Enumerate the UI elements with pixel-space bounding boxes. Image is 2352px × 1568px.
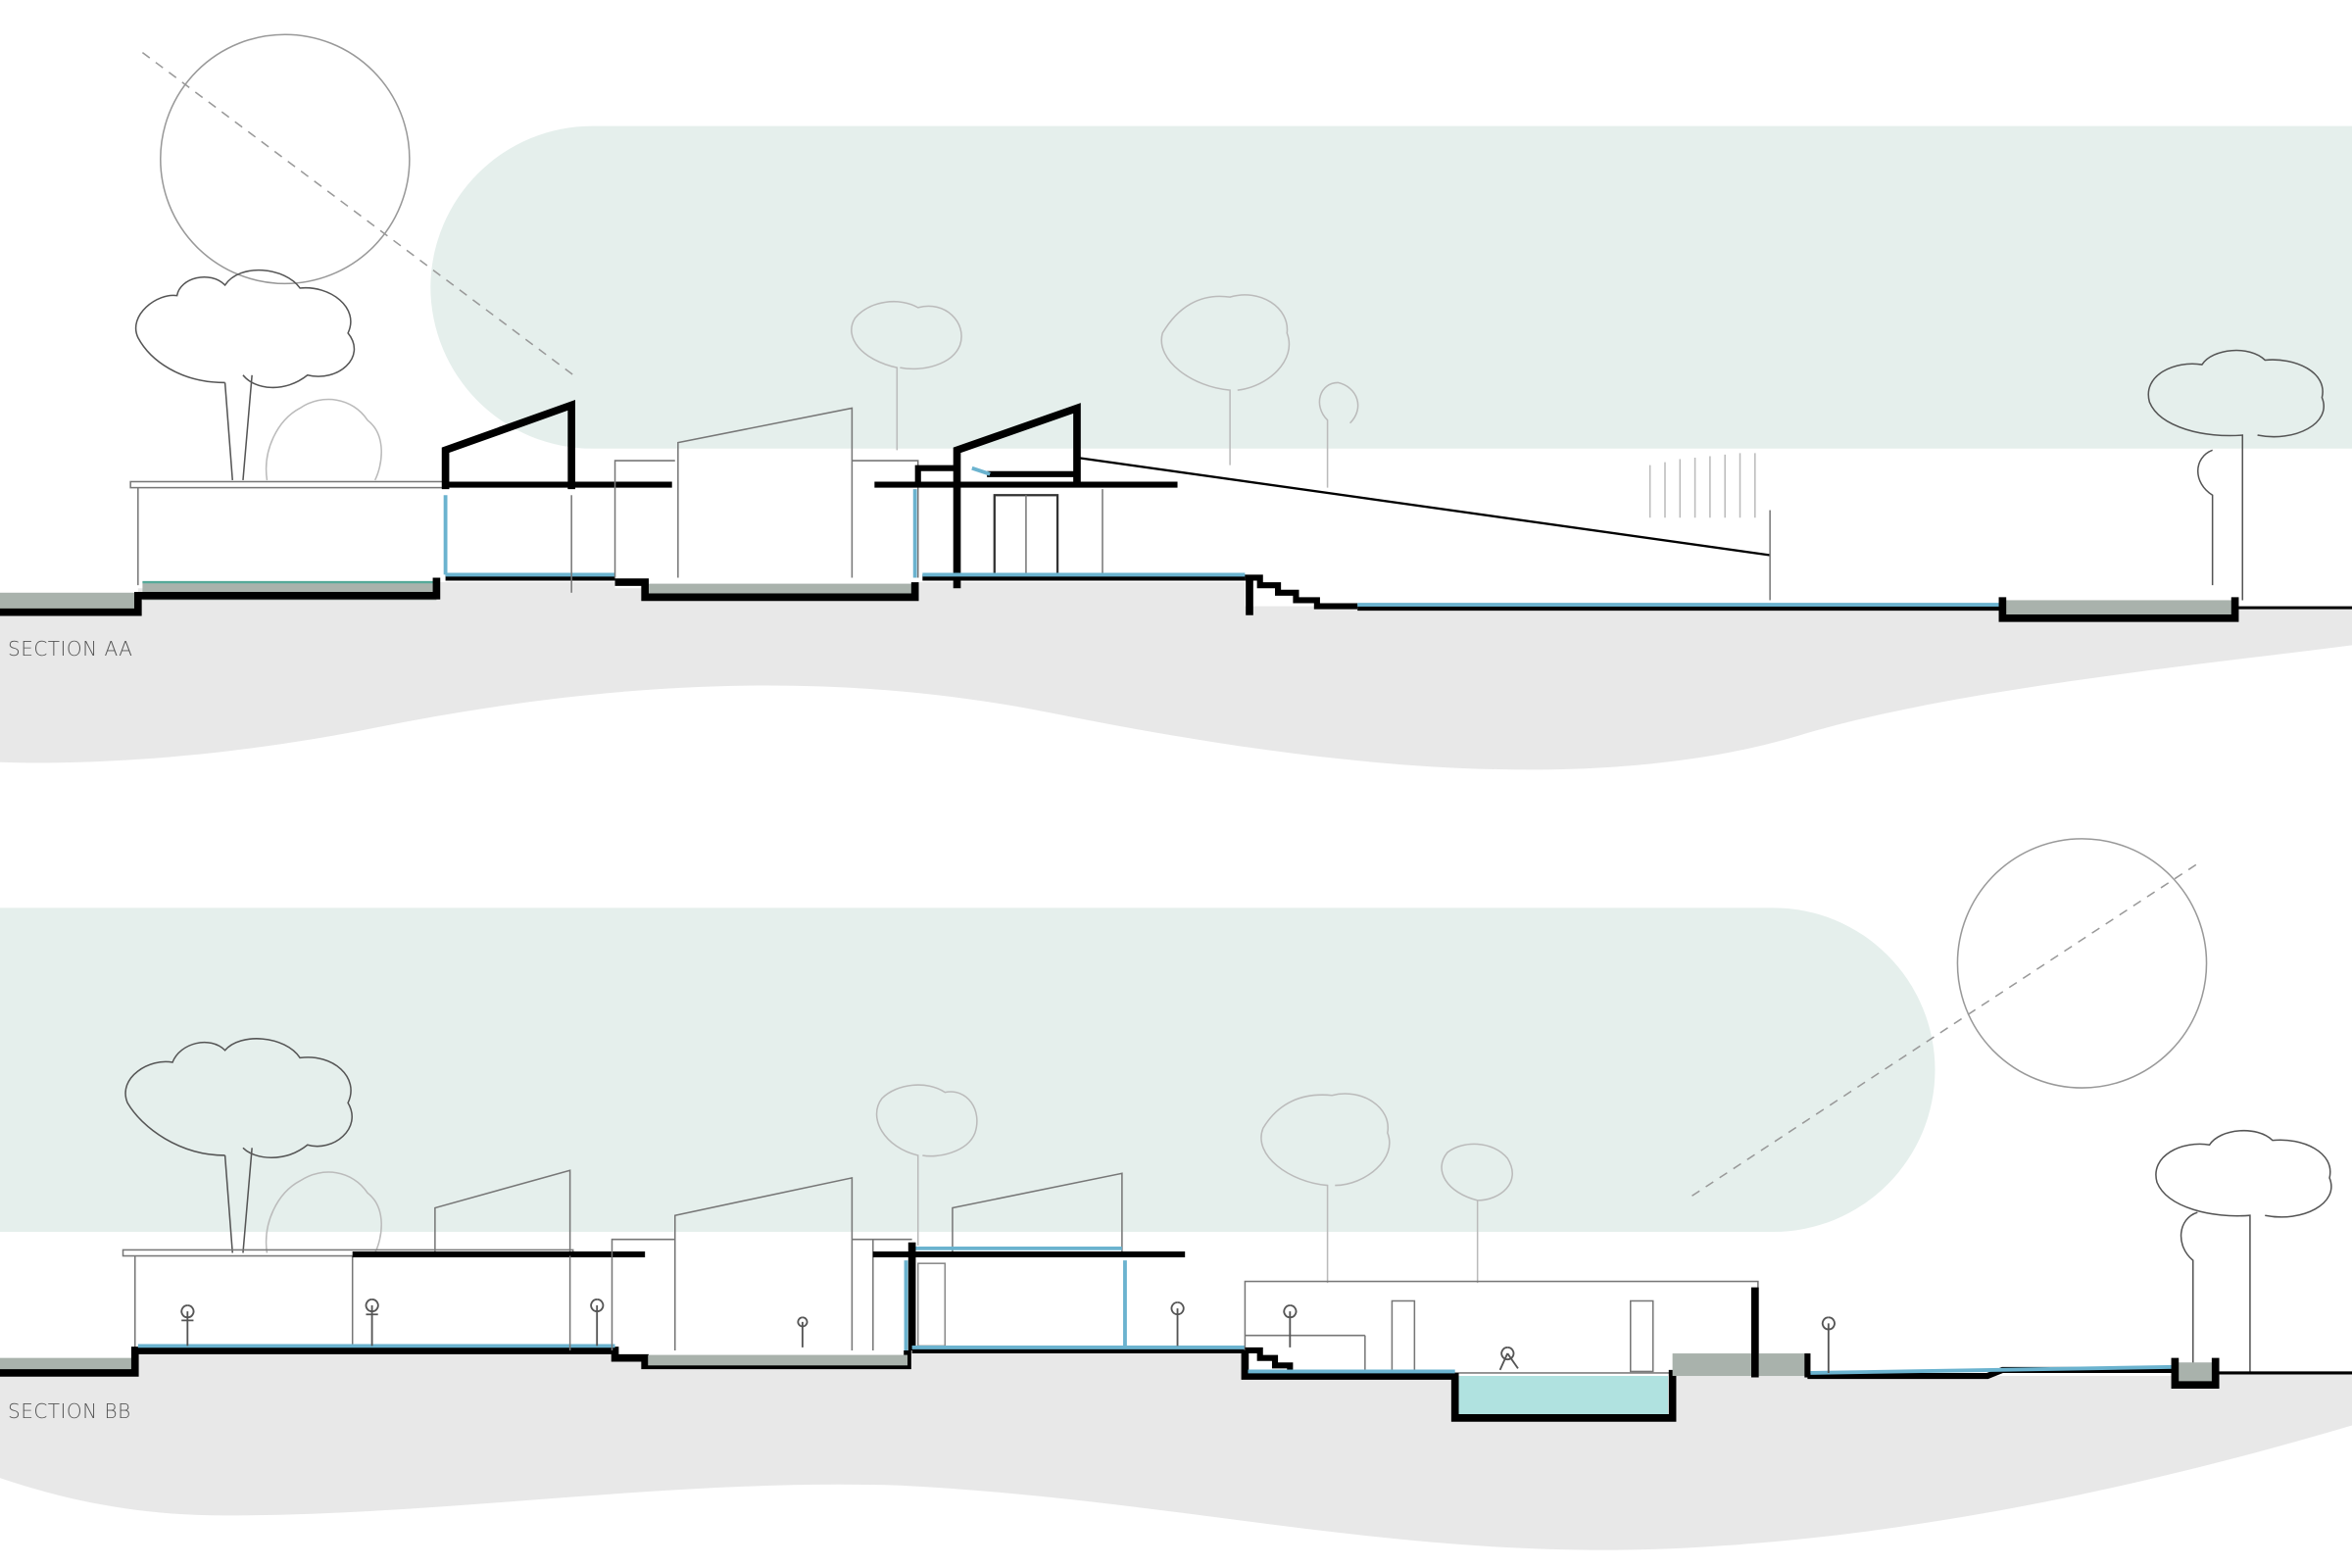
sun-angle-line-aa [141,51,578,379]
ground-line-aa-1 [0,577,441,616]
tree-faded-aa [851,301,962,451]
tree-mid-aa [1160,294,1359,488]
planter-aa-3 [2002,600,2235,618]
door-bb-1 [1391,1299,1416,1373]
pavilion-bb [872,1172,1246,1354]
pavilion-2-aa [613,407,919,602]
tree-right-bb [2155,1129,2332,1373]
ground-fill-bb [0,1349,2352,1550]
planter-aa-1 [0,592,135,612]
pool-water [1457,1376,1669,1415]
sun-circle-bb [1956,838,2208,1089]
hatched-panel-bb [916,1262,947,1348]
pool-house-bb [1241,1280,1811,1422]
section-aa [0,33,2352,770]
sun-angle-line-bb [1691,861,2200,1197]
garden-wall-aa [129,480,447,489]
section-bb [0,838,2352,1550]
section-bb-label: SECTION BB [8,1399,131,1423]
sky-band-bb [0,907,1936,1233]
tree-left-bb [124,1038,382,1253]
section-aa-label: SECTION AA [8,637,133,661]
people-figures [180,1298,1836,1373]
pavilion-1-aa [441,399,672,593]
fence-slats-aa [1648,453,1756,518]
tree-faded-bb [875,1084,978,1246]
tree-right-aa [2147,349,2325,601]
sky-band-aa [430,125,2352,449]
ground-fill-aa [0,582,2352,770]
stairs-aa [1245,574,1358,610]
building-left-bb [0,1169,912,1377]
sun-circle-aa [160,33,411,285]
tree-left-aa [135,269,382,481]
door-bb-2 [1630,1299,1654,1373]
tree-mid-bb [1260,1093,1513,1284]
pavilion-3-aa [874,403,1771,601]
